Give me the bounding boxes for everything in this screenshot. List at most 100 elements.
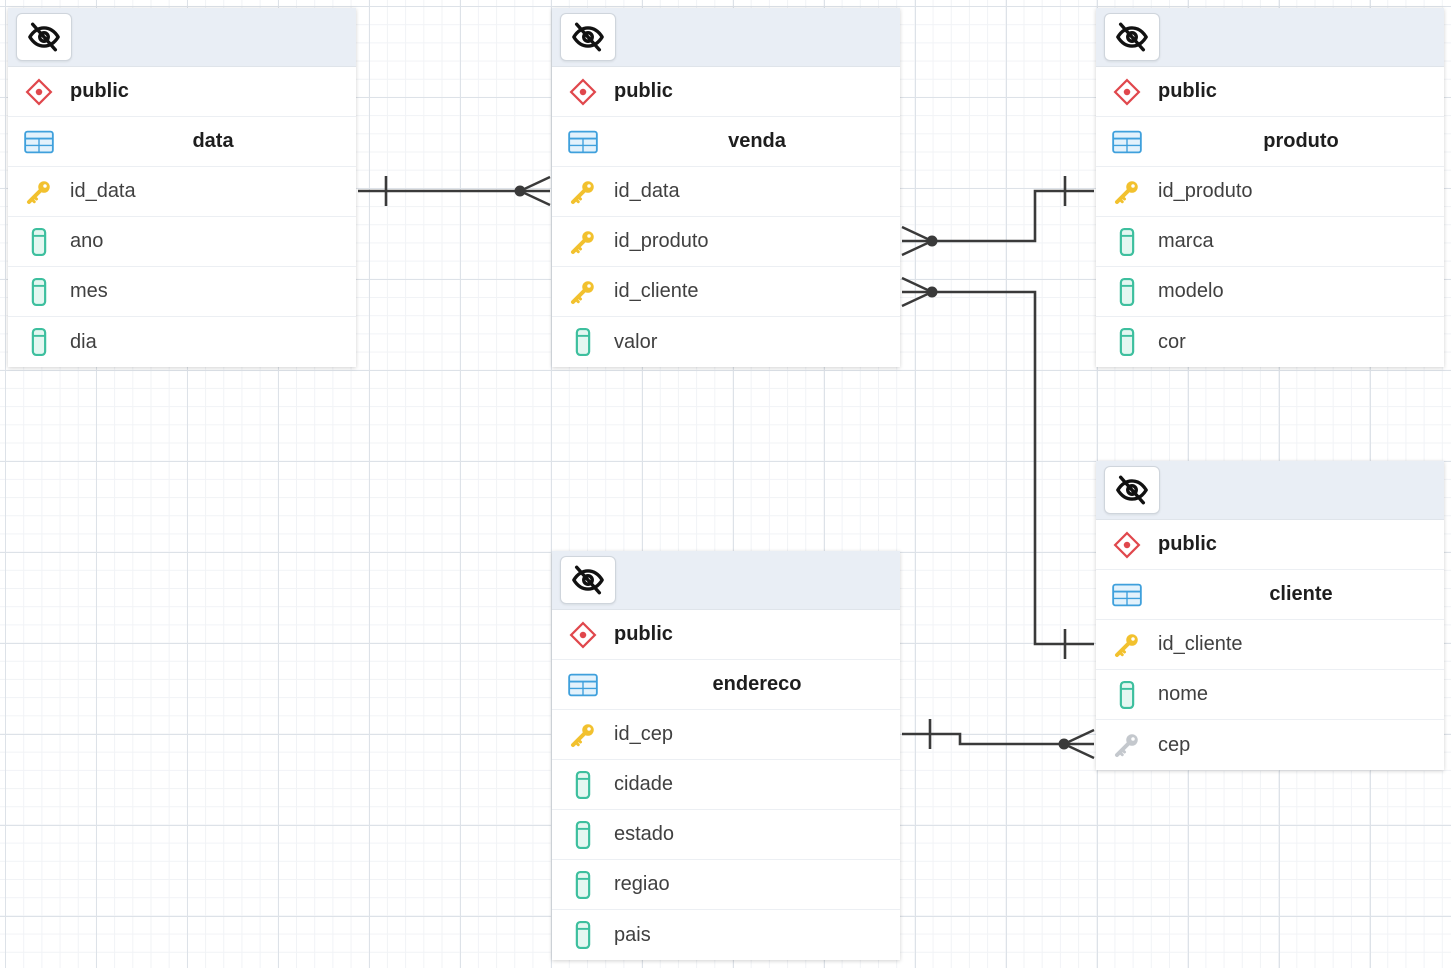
table-name: produto [1263,130,1339,152]
relation-data-venda-crowfoot [517,175,551,207]
field-row-id-produto[interactable]: id_produto [1096,167,1444,217]
hide-toggle-button[interactable] [1104,13,1160,61]
column-icon [1096,327,1158,357]
field-row-cor[interactable]: cor [1096,317,1444,367]
hide-toggle-button[interactable] [560,556,616,604]
field-row-mes[interactable]: mes [8,267,356,317]
relation-venda-produto-crowfoot [901,225,935,257]
hide-toggle-button[interactable] [560,13,616,61]
schema-icon [1113,78,1141,105]
relation-data-venda-many-dot [514,185,526,197]
foreign-key-icon [1096,730,1158,760]
field-row-valor[interactable]: valor [552,317,900,367]
schema-name: public [70,80,129,102]
field-row-nome[interactable]: nome [1096,670,1444,720]
field-row-pais[interactable]: pais [552,910,900,960]
field-name: id_data [614,180,680,202]
primary-key-icon [1096,177,1158,207]
field-name: id_cliente [1158,633,1243,655]
field-row-marca[interactable]: marca [1096,217,1444,267]
field-row-modelo[interactable]: modelo [1096,267,1444,317]
field-name: cep [1158,733,1191,756]
primary-key-icon [1096,630,1158,660]
column-icon [552,920,614,950]
column-icon [552,820,614,850]
table-icon [568,130,598,153]
eye-off-icon [28,22,60,52]
column-icon [8,277,70,307]
field-name: id_produto [1158,180,1253,202]
field-row-regiao[interactable]: regiao [552,860,900,910]
field-row-dia[interactable]: dia [8,317,356,367]
table-icon [24,130,54,153]
field-name: cidade [614,773,673,795]
primary-key-icon [8,177,70,207]
column-icon [1096,277,1158,307]
entity-header [552,8,900,67]
schema-row: public [1096,67,1444,117]
relation-venda-produto-line [902,189,1094,243]
field-name: ano [70,230,104,252]
relation-venda-produto-many-dot [926,235,938,247]
entity-venda[interactable]: public venda id_data id_produto id_cliente… [552,8,900,367]
field-name: id_data [70,180,136,202]
table-row: data [8,117,356,167]
field-name: pais [614,923,651,946]
field-row-cidade[interactable]: cidade [552,760,900,810]
column-icon [552,327,614,357]
entity-header [1096,8,1444,67]
primary-key-icon [552,227,614,257]
field-row-id-cep[interactable]: id_cep [552,710,900,760]
table-icon [1112,130,1142,153]
eye-off-icon [1116,475,1148,505]
column-icon [1096,680,1158,710]
field-row-estado[interactable]: estado [552,810,900,860]
schema-row: public [552,610,900,660]
schema-icon [25,78,53,105]
schema-icon [569,621,597,648]
schema-icon [569,78,597,105]
field-name: id_cep [614,723,673,745]
schema-name: public [614,623,673,645]
table-name: endereco [712,673,802,695]
field-row-id-cliente[interactable]: id_cliente [1096,620,1444,670]
entity-header [1096,461,1444,520]
relation-endereco-cliente-line [902,732,1094,746]
table-row: cliente [1096,570,1444,620]
eye-off-icon [572,22,604,52]
field-name: estado [614,823,675,845]
field-name: valor [614,330,658,353]
primary-key-icon [552,177,614,207]
field-name: cor [1158,330,1186,353]
field-name: dia [70,330,97,353]
field-row-cep[interactable]: cep [1096,720,1444,770]
eye-off-icon [572,565,604,595]
field-row-id-data[interactable]: id_data [552,167,900,217]
column-icon [8,327,70,357]
schema-name: public [614,80,673,102]
table-row: endereco [552,660,900,710]
table-name: venda [728,130,786,152]
field-row-ano[interactable]: ano [8,217,356,267]
field-name: modelo [1158,280,1224,302]
entity-header [552,551,900,610]
hide-toggle-button[interactable] [16,13,72,61]
field-row-id-cliente[interactable]: id_cliente [552,267,900,317]
field-row-id-produto[interactable]: id_produto [552,217,900,267]
hide-toggle-button[interactable] [1104,466,1160,514]
column-icon [1096,227,1158,257]
field-row-id-data[interactable]: id_data [8,167,356,217]
field-name: id_produto [614,230,709,252]
table-name: cliente [1269,583,1333,605]
table-icon [568,673,598,696]
primary-key-icon [552,720,614,750]
schema-name: public [1158,533,1217,555]
table-name: data [192,130,234,152]
field-name: marca [1158,230,1214,252]
relation-venda-cliente-line [902,290,1094,646]
primary-key-icon [552,277,614,307]
